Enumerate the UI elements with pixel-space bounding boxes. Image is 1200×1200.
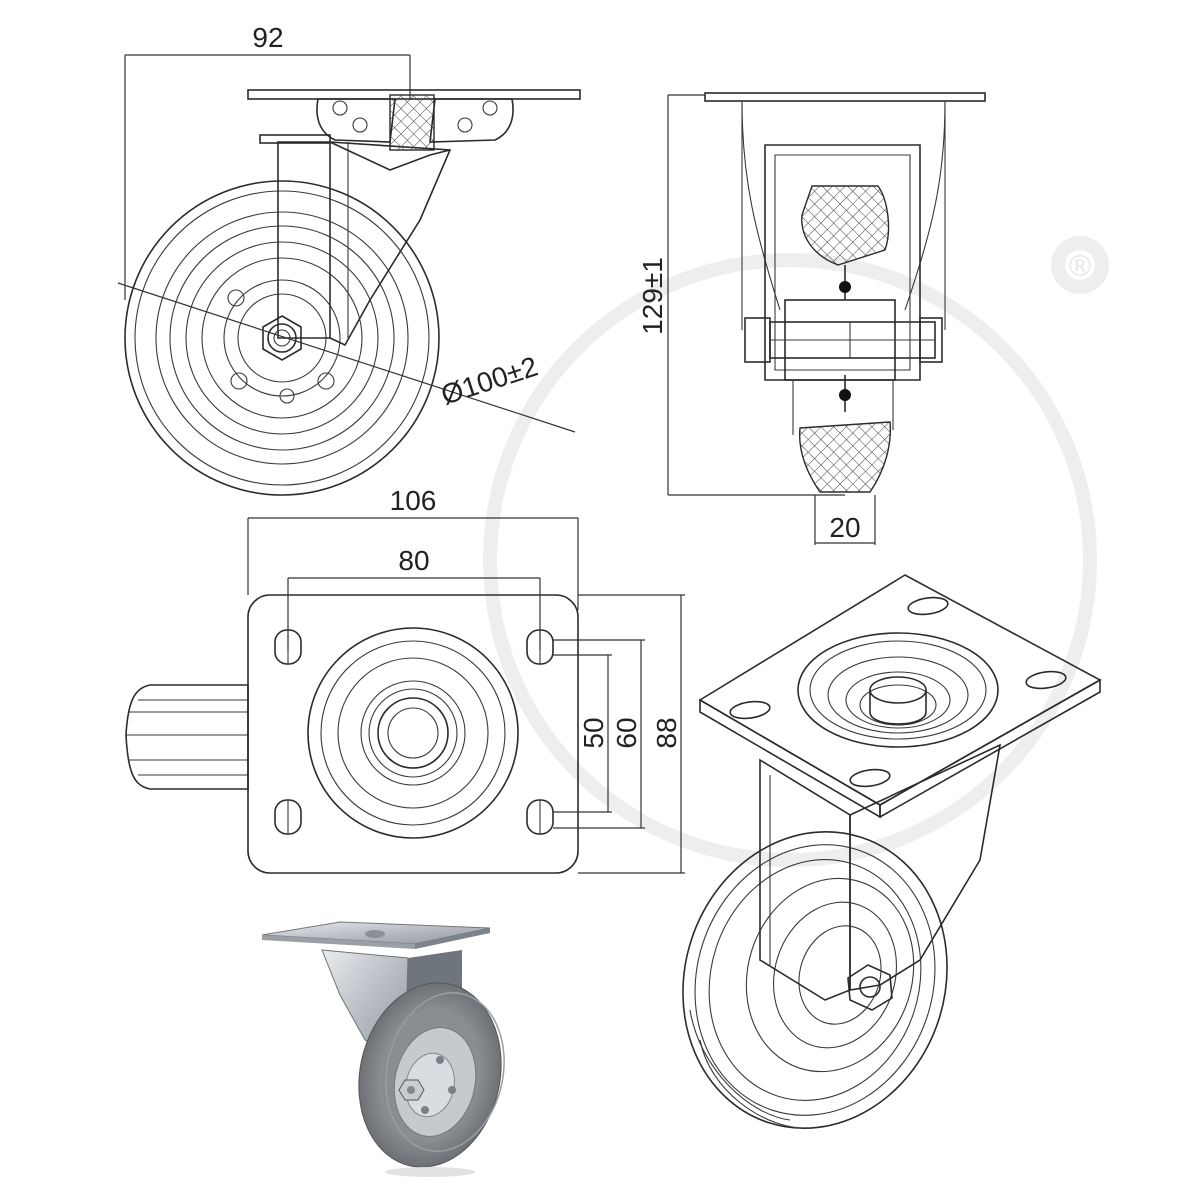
dimension-50-label: 50 xyxy=(578,717,609,748)
side-axle-nut xyxy=(262,315,302,361)
dimension-129: 129±1 xyxy=(637,94,845,496)
dimension-88: 88 xyxy=(578,594,685,874)
caster-front-section-view: 129±1 20 xyxy=(637,92,986,545)
dimension-diameter-label: Ø100±2 xyxy=(437,350,541,410)
tire-section-lower xyxy=(798,421,892,493)
dimension-92: 92 xyxy=(124,22,411,300)
caster-product-photo xyxy=(261,921,505,1177)
dimension-129-label: 129±1 xyxy=(637,257,668,335)
dimension-80-label: 80 xyxy=(398,545,429,576)
caster-isometric-view xyxy=(682,574,1102,1130)
dimension-106-label: 106 xyxy=(390,485,437,516)
dimension-60: 60 xyxy=(553,639,645,829)
dimension-60-label: 60 xyxy=(611,717,642,748)
dimension-88-label: 88 xyxy=(651,717,682,748)
side-fork xyxy=(259,134,452,347)
top-plate xyxy=(247,594,579,874)
watermark-registered-symbol: ® xyxy=(1069,250,1091,283)
caster-top-view: 106 80 50 60 88 xyxy=(125,485,685,874)
side-wheel xyxy=(124,180,440,496)
dimension-20-label: 20 xyxy=(829,512,860,543)
dimension-106: 106 xyxy=(247,485,579,610)
dimension-92-label: 92 xyxy=(252,22,283,53)
dimension-80: 80 xyxy=(287,545,541,650)
iso-wheel xyxy=(682,830,948,1130)
dimension-20: 20 xyxy=(814,495,876,545)
watermark: ® xyxy=(483,236,1109,867)
side-top-plate xyxy=(247,89,581,171)
caster-side-view: 92 xyxy=(117,22,581,496)
tire-section-upper xyxy=(801,185,890,266)
dimension-50: 50 xyxy=(553,654,612,813)
